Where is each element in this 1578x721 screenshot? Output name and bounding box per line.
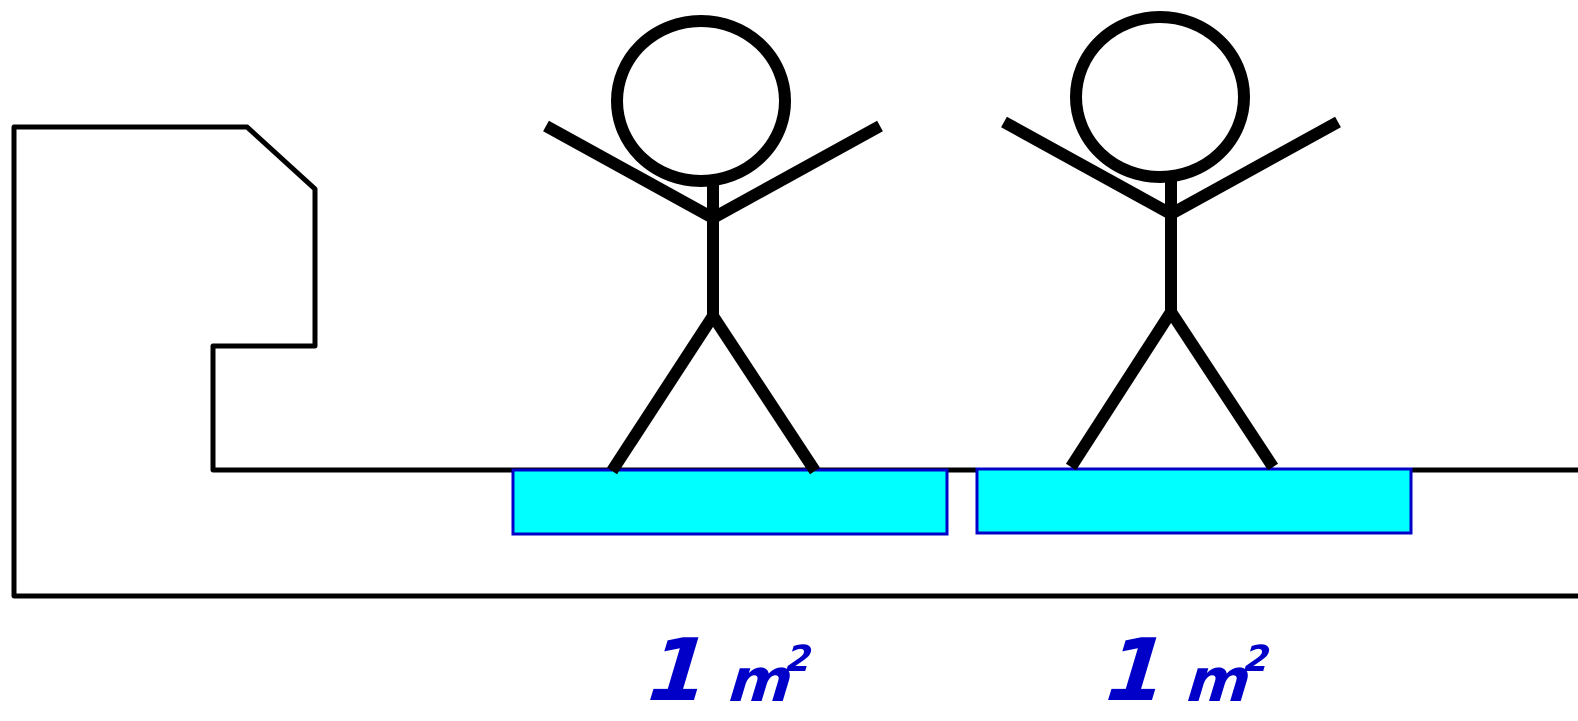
floor-mat-right [975, 467, 1413, 535]
stick-figure-right [1001, 11, 1341, 471]
area-label-unit: m [1184, 646, 1255, 716]
room-outline [11, 124, 1578, 599]
stick-figure-right-leg [707, 312, 821, 475]
area-label-number: 1 [644, 621, 715, 721]
area-label-unit: m [726, 646, 797, 716]
stick-figure-right-arm [710, 120, 883, 224]
stick-figure-head [611, 15, 791, 187]
area-label-superscript: 2 [784, 639, 815, 680]
stick-figure-right-arm [1168, 116, 1341, 220]
area-label-superscript: 2 [1242, 639, 1273, 680]
stick-figure-right-leg [1165, 308, 1279, 471]
stick-figure-left-leg [606, 312, 719, 475]
stick-figure-head [1070, 11, 1250, 183]
area-label-left: 1 m 2 [644, 618, 817, 721]
floor-mat-left [511, 468, 949, 536]
area-label-right: 1 m 2 [1102, 618, 1275, 721]
area-label-number: 1 [1102, 621, 1173, 721]
stick-figure-left-arm [1001, 116, 1174, 220]
stick-figure-left-arm [543, 120, 716, 224]
stick-figure-left [543, 15, 883, 475]
stick-figure-left-leg [1065, 308, 1177, 471]
